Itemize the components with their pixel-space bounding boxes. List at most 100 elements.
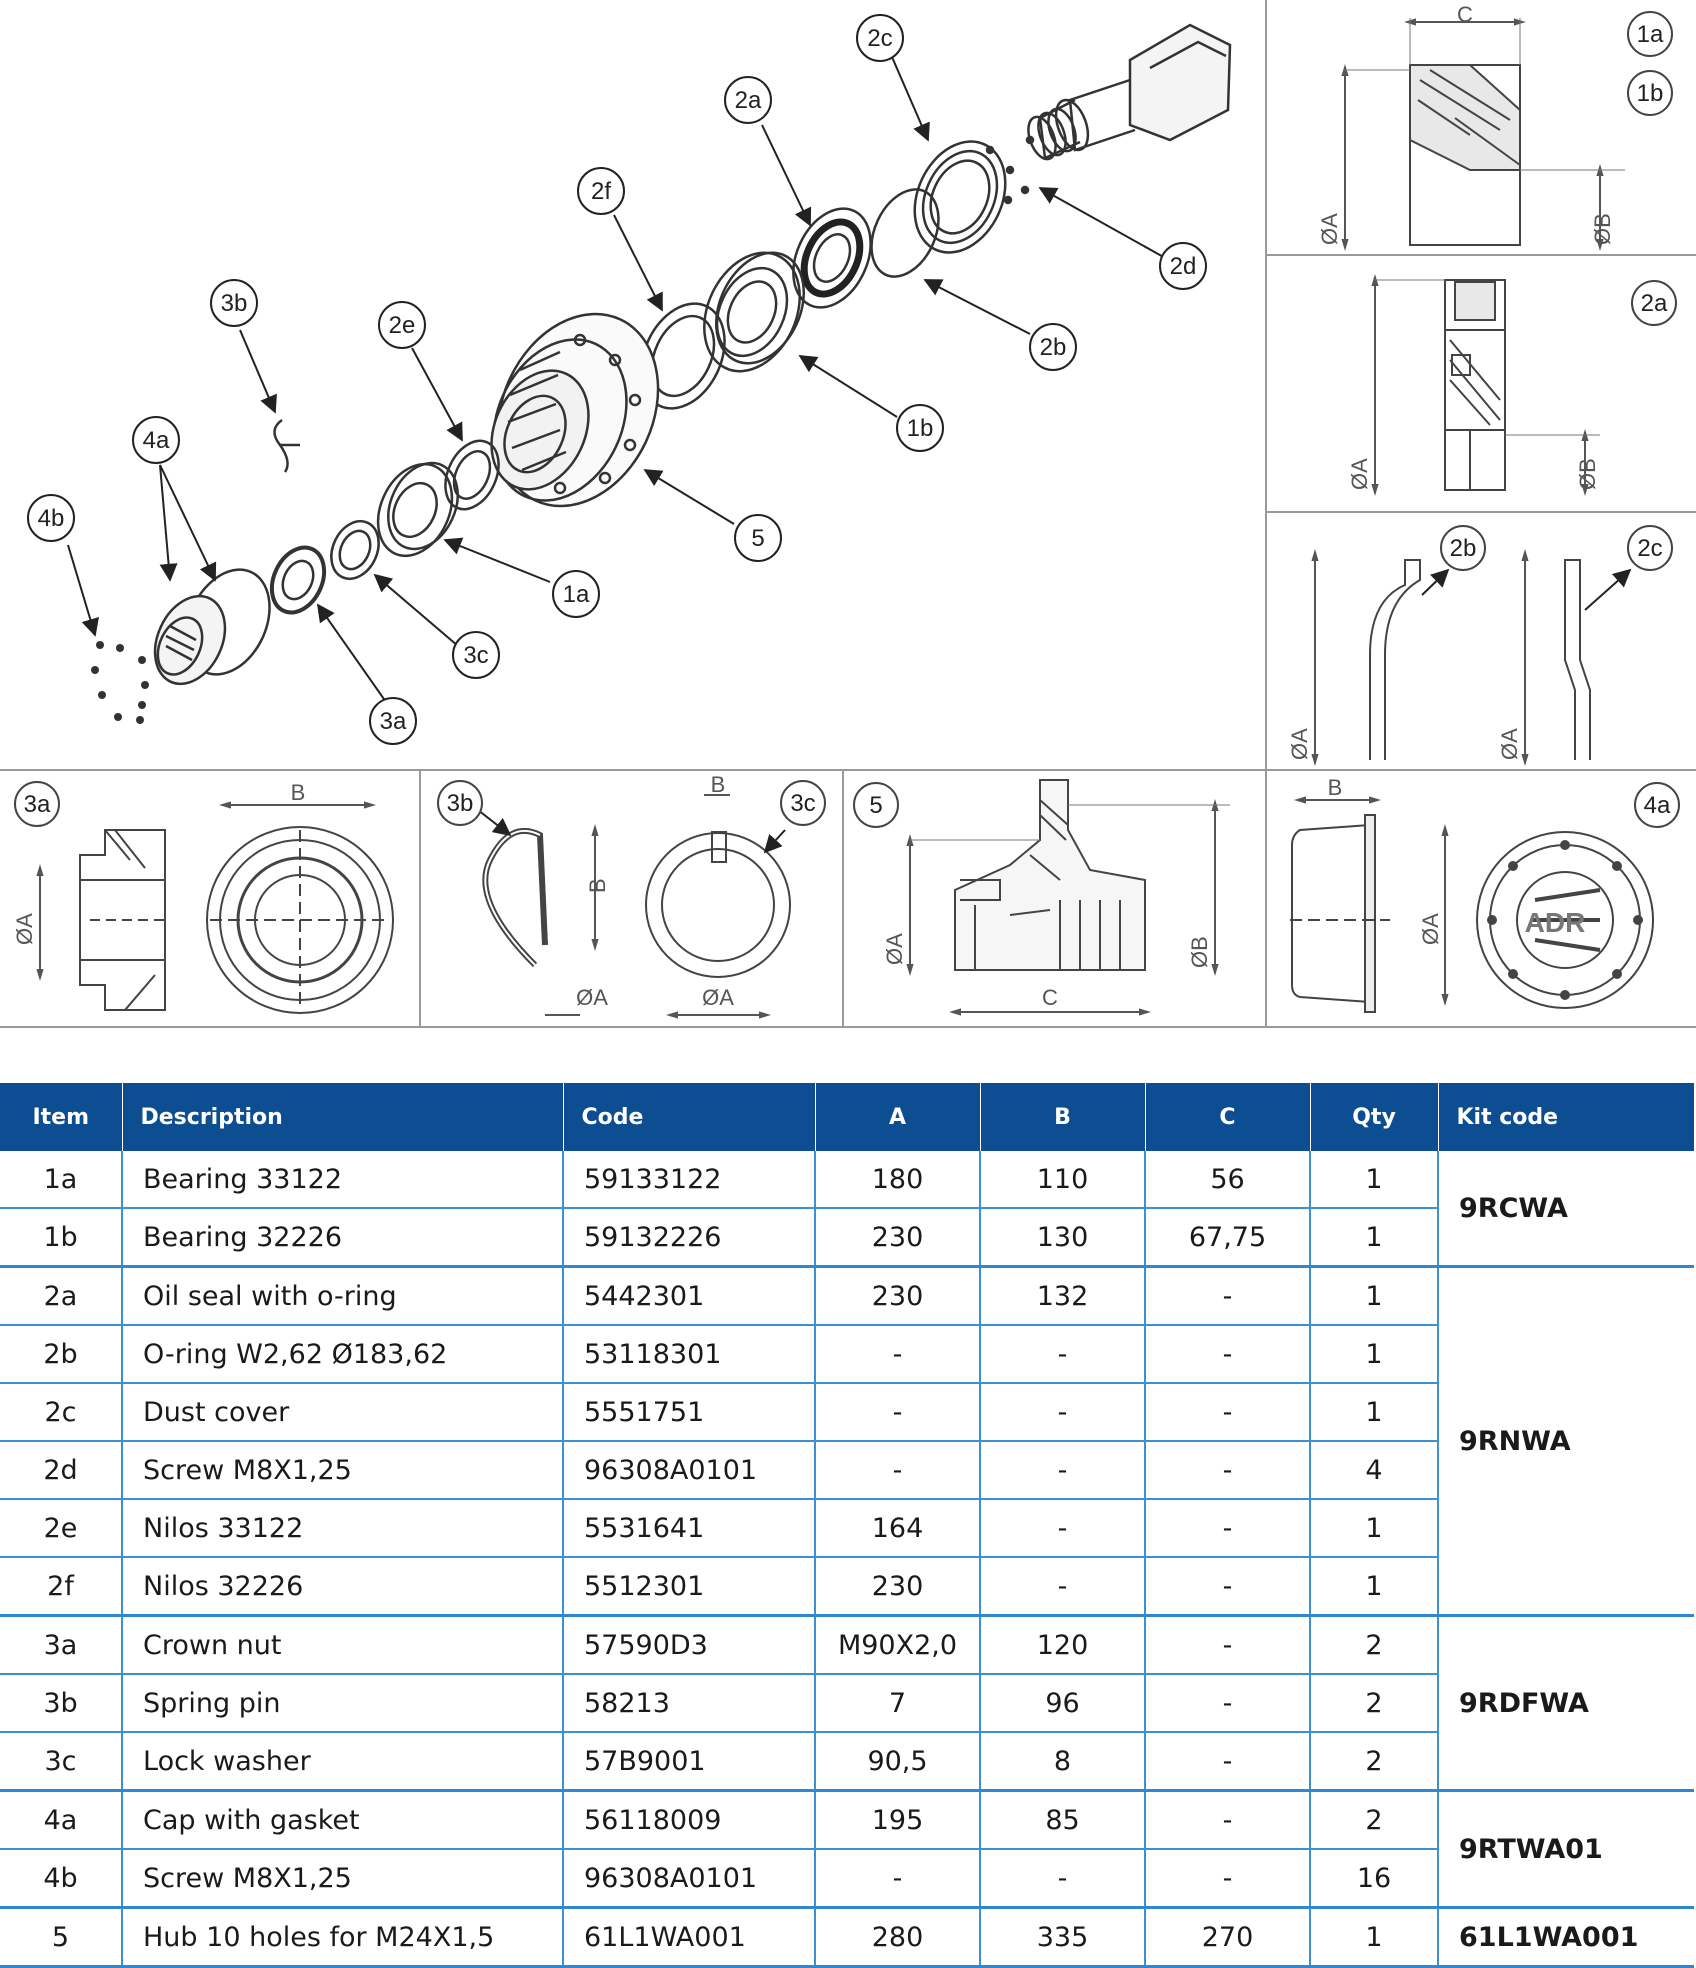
cell-b: 8 (980, 1732, 1146, 1792)
cell-code: 5531641 (563, 1499, 816, 1558)
cell-b: 85 (980, 1789, 1146, 1850)
svg-text:4a: 4a (1644, 792, 1671, 819)
cell-description: Hub 10 holes for M24X1,5 (122, 1906, 564, 1968)
svg-text:2b: 2b (1040, 334, 1067, 361)
svg-text:2c: 2c (867, 25, 892, 52)
detail-pin-washer (477, 794, 791, 1019)
cell-description: Spring pin (122, 1674, 564, 1733)
bearing-1b-part (703, 251, 806, 373)
cell-b: 120 (980, 1614, 1146, 1675)
cell-item: 2d (0, 1441, 123, 1500)
svg-text:B: B (1328, 775, 1343, 800)
svg-text:2a: 2a (735, 87, 762, 114)
svg-text:2a: 2a (1641, 290, 1668, 317)
cell-c: - (1145, 1789, 1311, 1850)
cell-c: - (1145, 1325, 1311, 1384)
cell-item: 2f (0, 1557, 123, 1617)
adr-logo: ADR (1525, 907, 1586, 938)
svg-text:C: C (1457, 2, 1473, 27)
svg-text:ØB: ØB (1575, 458, 1600, 490)
svg-text:1a: 1a (1637, 21, 1664, 48)
callout-1b: 1b (896, 404, 944, 452)
lock-washer-part (330, 520, 380, 580)
cell-qty: 1 (1310, 1151, 1439, 1209)
cell-kit-code: 9RDFWA (1438, 1614, 1694, 1792)
svg-text:ØA: ØA (12, 913, 37, 945)
crown-nut-part (269, 545, 327, 615)
svg-text:ØA: ØA (882, 933, 907, 965)
cell-b: - (980, 1849, 1146, 1909)
cell-b: 335 (980, 1906, 1146, 1968)
cell-b: 96 (980, 1674, 1146, 1733)
cell-item: 2e (0, 1499, 123, 1558)
cell-description: Bearing 33122 (122, 1151, 564, 1209)
cell-qty: 4 (1310, 1441, 1439, 1500)
cap-part (153, 568, 271, 686)
cell-a: 7 (815, 1674, 981, 1733)
svg-text:4a: 4a (143, 427, 170, 454)
cell-item: 1b (0, 1208, 123, 1268)
cell-description: Cap with gasket (122, 1789, 564, 1850)
cell-item: 2a (0, 1265, 123, 1326)
leader-lines (67, 56, 1168, 703)
cell-code: 5442301 (563, 1265, 816, 1326)
callouts-bearing: 1a 1b (1627, 11, 1673, 116)
exploded-view (91, 23, 1232, 724)
cell-b: 110 (980, 1151, 1146, 1209)
parts-table: Item Description Code A B C Qty Kit code… (0, 1083, 1695, 1968)
table-header-row: Item Description Code A B C Qty Kit code (0, 1083, 1695, 1151)
cell-c: - (1145, 1265, 1311, 1326)
svg-text:2c: 2c (1637, 535, 1662, 562)
svg-text:3c: 3c (790, 790, 815, 817)
cell-qty: 1 (1310, 1499, 1439, 1558)
detail-oring-dustcover (1311, 549, 1632, 766)
detail-crown-nut (36, 801, 394, 1014)
svg-text:5: 5 (869, 792, 882, 819)
cell-c: 56 (1145, 1151, 1311, 1209)
cell-description: Lock washer (122, 1732, 564, 1792)
cell-c: - (1145, 1849, 1311, 1909)
callout-1a-detail: 1a (1627, 11, 1673, 57)
header-item: Item (0, 1083, 123, 1151)
cell-code: 58213 (563, 1674, 816, 1733)
cell-a: 164 (815, 1499, 981, 1558)
svg-text:1b: 1b (907, 415, 934, 442)
cell-c: - (1145, 1499, 1311, 1558)
callout-3b: 3b (210, 279, 258, 327)
cell-item: 3c (0, 1732, 123, 1792)
callouts: 2c 2a 2f 2e 3b 4a 4b 2d 2b 1b 5 1a 3c 3a (27, 14, 1207, 745)
callout-3c: 3c (452, 631, 500, 679)
cell-code: 5551751 (563, 1383, 816, 1442)
svg-text:2f: 2f (591, 178, 611, 205)
cell-code: 57B9001 (563, 1732, 816, 1792)
cell-code: 56118009 (563, 1789, 816, 1850)
callout-1b-detail: 1b (1627, 70, 1673, 116)
cell-b: 130 (980, 1208, 1146, 1268)
cell-qty: 1 (1310, 1906, 1439, 1968)
svg-text:2e: 2e (389, 312, 416, 339)
callout-2a-detail: 2a (1631, 280, 1677, 326)
svg-text:2d: 2d (1170, 253, 1197, 280)
callout-5: 5 (734, 514, 782, 562)
cell-c: 270 (1145, 1906, 1311, 1968)
cell-item: 1a (0, 1151, 123, 1209)
cell-a: - (815, 1383, 981, 1442)
svg-text:3c: 3c (463, 642, 488, 669)
callout-4a: 4a (132, 416, 180, 464)
panel-frames (0, 0, 1696, 1028)
callout-3a-detail: 3a (14, 781, 60, 827)
cell-description: Nilos 32226 (122, 1557, 564, 1617)
cell-kit-code: 9RCWA (1438, 1151, 1694, 1268)
header-kit-code: Kit code (1438, 1083, 1695, 1151)
cell-item: 4a (0, 1789, 123, 1850)
cell-qty: 2 (1310, 1614, 1439, 1675)
callout-2c-detail: 2c (1627, 525, 1673, 571)
header-c: C (1145, 1083, 1311, 1151)
cell-b: - (980, 1557, 1146, 1617)
cell-item: 2b (0, 1325, 123, 1384)
callout-1a: 1a (552, 570, 600, 618)
dust-cover-part (913, 135, 1035, 254)
